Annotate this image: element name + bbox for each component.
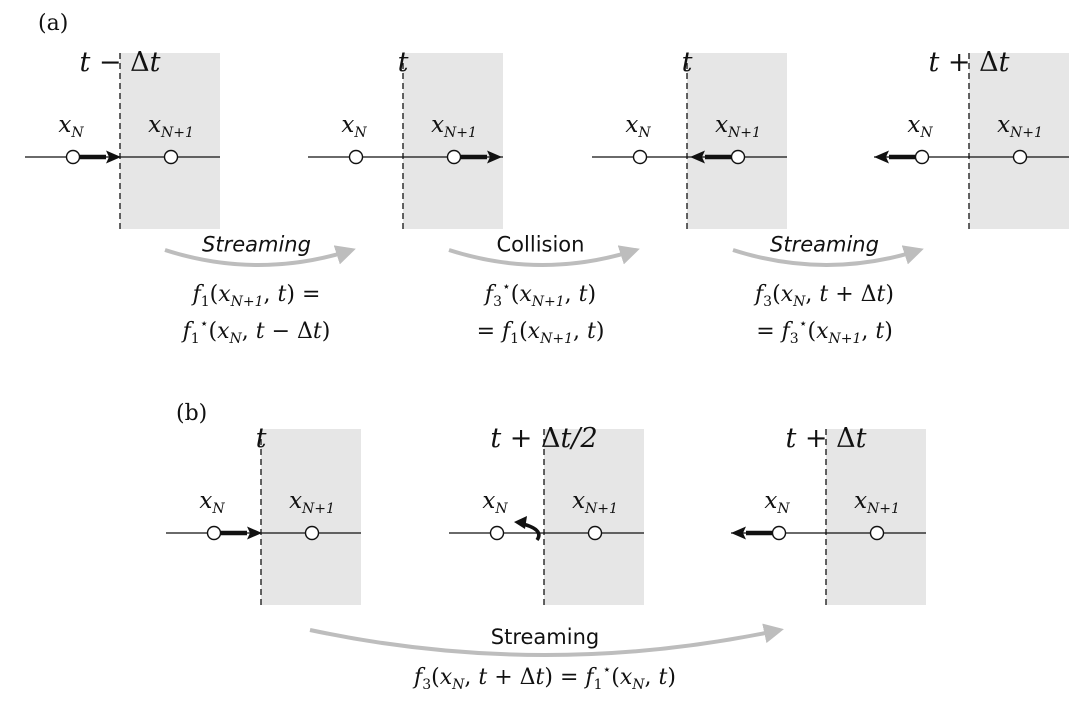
a-lattice-node-left-1 [65,149,81,165]
a-lattice-node-left-3 [632,149,648,165]
b-panel-3: t + Δt xN xN+1 [731,423,926,605]
a-node-label-left-4: xN [907,112,933,141]
a-step-3: Streaming f3(xN, t + Δt) = f3⋆(xN+1, t) [732,232,924,347]
b-node-label-right-3: xN+1 [854,488,900,517]
a-node-label-right-2: xN+1 [431,112,477,141]
a-step-1-label: Streaming [202,232,311,256]
b-step-1: Streaming f3(xN, t + Δt) = f1⋆(xN, t) [309,623,784,693]
b-lattice-node-left-1 [206,525,222,541]
a-step-3-equation-line-2: = f3⋆(xN+1, t) [756,316,893,347]
a-lattice-node-right-3 [730,149,746,165]
part-b-panels: t xN xN+1 t + Δt/2 xN xN+1 t + Δt xN xN+1 [166,423,926,605]
a-lattice-node-left-4 [914,149,930,165]
b-step-1-equation: f3(xN, t + Δt) = f1⋆(xN, t) [412,662,676,693]
a-lattice-node-right-4 [1012,149,1028,165]
part-b-label: (b) [176,401,207,426]
b-step-1-label: Streaming [491,625,599,649]
a-node-label-left-1: xN [58,112,84,141]
b-time-label-3: t + Δt [785,423,866,454]
a-solid-region-1 [120,53,220,229]
b-node-label-left-3: xN [764,488,790,517]
a-lattice-node-right-1 [163,149,179,165]
a-step-1-arc [164,245,356,267]
a-step-2-equation-line-2: = f1(xN+1, t) [477,319,605,347]
a-step-1-equation-line-2: f1⋆(xN, t − Δt) [181,316,331,347]
a-step-2-arc [448,245,640,267]
b-arrow-1-head [247,526,262,540]
a-step-3-label: Streaming [770,232,879,256]
a-solid-region-2 [403,53,503,229]
b-step-1-arc [309,623,784,657]
b-solid-region-2 [544,429,644,605]
b-node-label-right-1: xN+1 [289,488,335,517]
b-lattice-node-right-3 [869,525,885,541]
a-time-label-2: t [398,47,409,78]
b-panel-1: t xN xN+1 [166,423,361,605]
part-a-steps: Streaming f1(xN+1, t) = f1⋆(xN, t − Δt) Col… [164,232,924,347]
a-arrow-2-head [487,150,502,164]
a-node-label-right-3: xN+1 [715,112,761,141]
a-time-label-3: t [682,47,693,78]
a-step-3-equation-line-1: f3(xN, t + Δt) [753,282,894,310]
a-lattice-node-right-2 [446,149,462,165]
a-step-2-label: Collision [497,232,585,256]
a-step-2-equation-line-1: f3⋆(xN+1, t) [483,279,596,310]
a-solid-region-3 [687,53,787,229]
b-solid-region-1 [261,429,361,605]
part-b-step: Streaming f3(xN, t + Δt) = f1⋆(xN, t) [309,623,784,693]
b-lattice-node-right-1 [304,525,320,541]
a-node-label-right-1: xN+1 [148,112,194,141]
b-lattice-node-right-2 [587,525,603,541]
b-arrow-3-head [731,526,746,540]
b-node-label-right-2: xN+1 [572,488,618,517]
part-a-label: (a) [38,11,68,36]
b-node-label-left-2: xN [482,488,508,517]
a-panel-2: t xN xN+1 [308,47,503,229]
a-panel-4: t + Δt xN xN+1 [874,47,1069,229]
b-lattice-node-left-2 [489,525,505,541]
a-arrow-1-head [106,150,121,164]
b-node-label-left-1: xN [199,488,225,517]
a-panel-1: t − Δt xN xN+1 [25,47,220,229]
b-bounce-arrow-head-2 [514,516,527,529]
a-node-label-right-4: xN+1 [997,112,1043,141]
a-step-1-equation-line-1: f1(xN+1, t) = [191,282,321,310]
a-lattice-node-left-2 [348,149,364,165]
part-a-panels: t − Δt xN xN+1 t xN xN+1 t xN xN+1 t + Δt xN xN+1 [25,47,1069,229]
a-panel-3: t xN xN+1 [592,47,787,229]
a-step-2: Collision f3⋆(xN+1, t) = f1(xN+1, t) [448,232,640,347]
a-step-1: Streaming f1(xN+1, t) = f1⋆(xN, t − Δt) [164,232,356,347]
a-arrow-4-head [874,150,889,164]
a-solid-region-4 [969,53,1069,229]
a-step-3-arc [732,245,924,267]
a-time-label-1: t − Δt [79,47,160,78]
a-time-label-4: t + Δt [928,47,1009,78]
b-time-label-1: t [256,423,267,454]
a-node-label-left-2: xN [341,112,367,141]
b-time-label-2: t + Δt/2 [490,423,597,454]
b-panel-2: t + Δt/2 xN xN+1 [449,423,644,605]
b-lattice-node-left-3 [771,525,787,541]
a-arrow-3-head [690,150,705,164]
b-solid-region-3 [826,429,926,605]
a-node-label-left-3: xN [625,112,651,141]
